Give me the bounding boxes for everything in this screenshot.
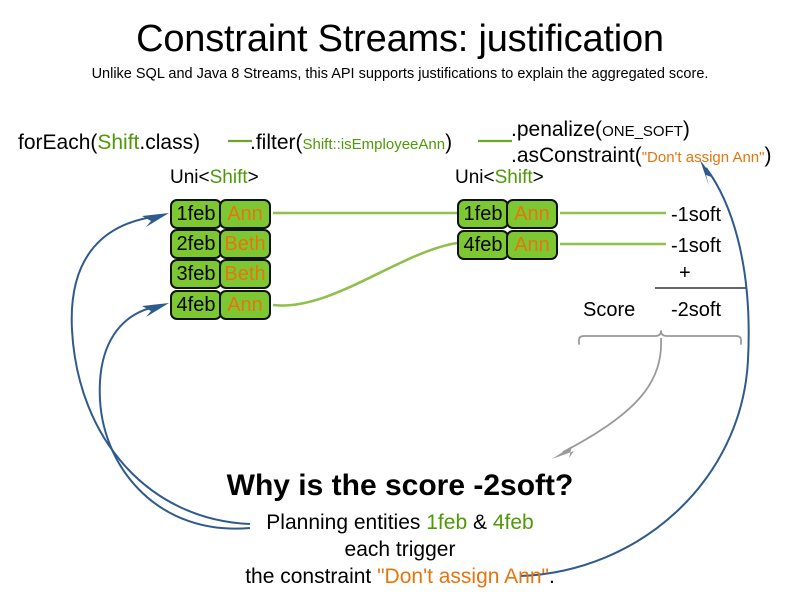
- code-asconstraint-method: .asConstraint(: [511, 144, 642, 167]
- score-explanation-arrowhead: [552, 446, 574, 459]
- left-uni-suffix: >: [247, 167, 259, 188]
- table-row[interactable]: 1feb Ann: [457, 199, 558, 229]
- explanation-line1-amp: &: [467, 511, 493, 534]
- code-asconstraint-arg: "Don't assign Ann": [641, 149, 765, 166]
- explanation-line3-prefix: the constraint: [245, 565, 378, 588]
- fact-cell-employee: Ann: [219, 290, 271, 320]
- slide-title: Constraint Streams: justification: [136, 18, 664, 60]
- fact-cell-date: 3feb: [170, 259, 222, 289]
- code-asconstraint-call: .asConstraint("Don't assign Ann"): [511, 143, 771, 171]
- fact-cell-employee: Ann: [219, 199, 271, 229]
- code-foreach-tail: .class): [139, 131, 201, 154]
- fact-cell-employee: Beth: [219, 229, 271, 259]
- explanation-entity-4feb: 4feb: [492, 511, 534, 534]
- code-foreach-type: Shift: [97, 131, 140, 154]
- left-stream-type-label: Uni<Shift>: [170, 167, 259, 189]
- code-filter-method-reference: Shift::isEmployeeAnn: [302, 136, 446, 153]
- justification-arrow-4feb-head: [142, 303, 169, 317]
- score-total-value: -2soft: [671, 299, 722, 321]
- right-uni-suffix: >: [532, 167, 544, 188]
- code-filter-method: .filter(: [250, 131, 303, 154]
- explanation-constraint-name: "Don't assign Ann": [377, 565, 549, 588]
- fact-cell-employee: Beth: [219, 259, 271, 289]
- left-uni-prefix: Uni<: [170, 167, 210, 188]
- fact-cell-employee: Ann: [506, 230, 558, 260]
- fact-cell-date: 2feb: [170, 229, 222, 259]
- code-penalize-tail: ): [682, 118, 690, 141]
- stream-connector-4feb: [272, 241, 458, 307]
- code-penalize-method: .penalize(: [511, 118, 603, 141]
- table-row[interactable]: 1feb Ann: [170, 199, 271, 229]
- table-row[interactable]: 3feb Beth: [170, 259, 271, 289]
- table-row[interactable]: 4feb Ann: [170, 290, 271, 320]
- code-filter-tail: ): [445, 131, 453, 154]
- explanation-heading: Why is the score -2soft?: [226, 469, 574, 502]
- table-row[interactable]: 2feb Beth: [170, 229, 271, 259]
- slide-subtitle: Unlike SQL and Java 8 Streams, this API …: [91, 66, 709, 82]
- score-label: Score: [583, 299, 636, 321]
- fact-cell-date: 1feb: [457, 199, 509, 229]
- code-penalize-call: .penalize(ONE_SOFT): [511, 117, 690, 145]
- explanation-line3-suffix: .: [548, 565, 555, 588]
- justification-arrow-1feb-head: [142, 213, 169, 227]
- penalty-value-1: -1soft: [671, 204, 722, 226]
- score-brace: [578, 330, 742, 345]
- code-filter-call: .filter(Shift::isEmployeeAnn): [250, 130, 452, 158]
- explanation-line1-prefix: Planning entities: [266, 511, 427, 534]
- fact-cell-employee: Ann: [506, 199, 558, 229]
- score-explanation-arrow: [562, 337, 662, 453]
- explanation-entity-1feb: 1feb: [426, 511, 468, 534]
- right-uni-type: Shift: [494, 167, 533, 188]
- penalty-value-2: -1soft: [671, 235, 722, 257]
- left-uni-type: Shift: [209, 167, 248, 188]
- fact-cell-date: 4feb: [457, 230, 509, 260]
- table-row[interactable]: 4feb Ann: [457, 230, 558, 260]
- fact-cell-date: 1feb: [170, 199, 222, 229]
- explanation-line-2: each trigger: [344, 538, 456, 561]
- score-sum-operator: +: [679, 262, 691, 284]
- explanation-line-3: the constraint "Don't assign Ann".: [0, 563, 800, 590]
- code-foreach-method: forEach(: [18, 131, 98, 154]
- code-penalize-arg: ONE_SOFT: [602, 123, 683, 140]
- code-asconstraint-tail: ): [764, 144, 772, 167]
- right-uni-prefix: Uni<: [455, 167, 495, 188]
- right-stream-type-label: Uni<Shift>: [455, 167, 544, 189]
- code-foreach-call: forEach(Shift.class): [18, 130, 200, 156]
- explanation-line-1: Planning entities 1feb & 4feb: [0, 509, 800, 536]
- fact-cell-date: 4feb: [170, 290, 222, 320]
